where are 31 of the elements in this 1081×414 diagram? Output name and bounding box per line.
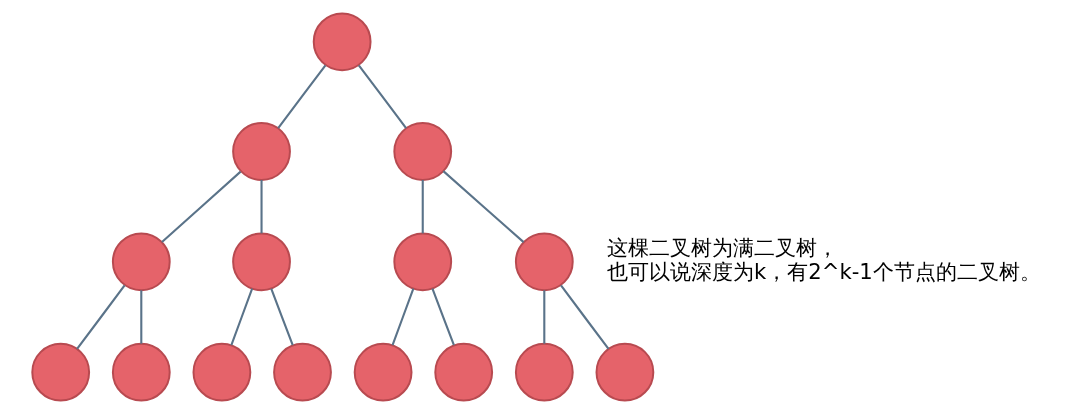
node-circle bbox=[30, 342, 90, 402]
node-circle bbox=[392, 232, 452, 292]
connector bbox=[442, 170, 524, 243]
node-circle bbox=[111, 232, 171, 292]
connector bbox=[542, 290, 545, 344]
node-circle bbox=[595, 342, 654, 402]
connector bbox=[269, 288, 294, 346]
connector bbox=[160, 170, 241, 243]
node-circle bbox=[192, 342, 251, 402]
connector bbox=[391, 288, 414, 346]
connector bbox=[276, 64, 326, 129]
connector bbox=[139, 290, 142, 344]
node-circle bbox=[231, 232, 291, 292]
connector bbox=[357, 64, 407, 129]
node-circle bbox=[514, 342, 574, 402]
node-circle bbox=[433, 342, 493, 402]
node-circle bbox=[353, 342, 412, 402]
node-circle bbox=[312, 12, 372, 72]
connector bbox=[75, 284, 125, 350]
node-circle bbox=[392, 122, 452, 181]
label: 这棵二叉树为满二叉树， bbox=[606, 234, 838, 260]
connector bbox=[421, 180, 424, 234]
node-circle bbox=[111, 342, 171, 402]
connector bbox=[229, 288, 253, 346]
label: 也可以说深度为k，有2^k-1个节点的二叉树。 bbox=[606, 258, 1041, 284]
node-circle bbox=[272, 342, 332, 402]
node-circle bbox=[514, 232, 574, 292]
connector bbox=[430, 288, 455, 346]
node-circle bbox=[231, 122, 291, 181]
connector bbox=[559, 284, 609, 350]
connector bbox=[260, 180, 263, 234]
